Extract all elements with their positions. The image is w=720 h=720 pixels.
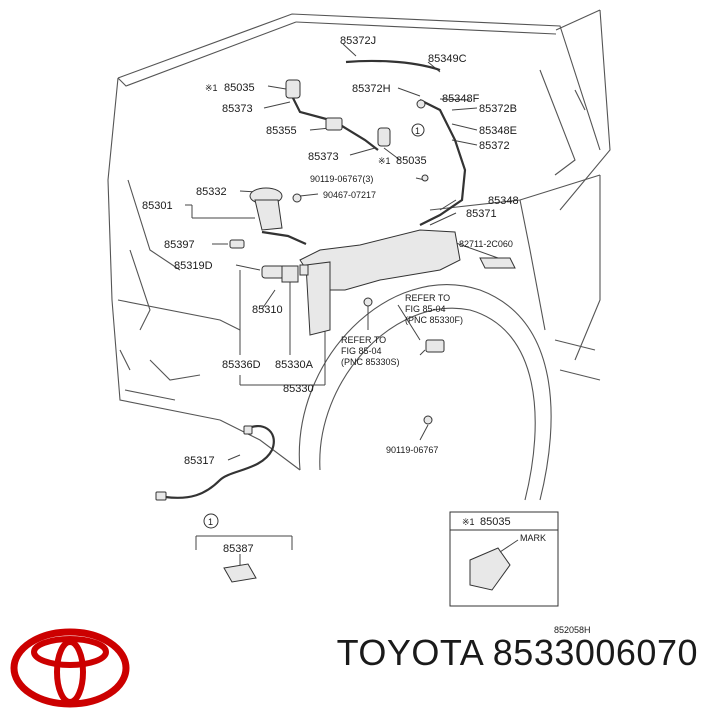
- circled-marker-text: 1: [415, 126, 420, 136]
- brand-part-number: TOYOTA 8533006070: [336, 632, 698, 673]
- reservoir-neck: [305, 261, 331, 336]
- label-85336D: 85336D: [222, 359, 261, 371]
- circled-marker-2-text: 1: [208, 517, 213, 527]
- bolt-90119: [421, 174, 429, 182]
- pump-85330A: [281, 265, 299, 283]
- refer-note-85330S: REFER TO FIG 85-04 (PNC 85330S): [341, 335, 400, 367]
- label-85371: 85371: [466, 208, 497, 220]
- refer1-line2: FIG 85-04: [405, 304, 446, 314]
- inset-85035: [449, 511, 559, 607]
- label-85355: 85355: [266, 125, 297, 137]
- inset-asterisk: ※1: [462, 517, 475, 527]
- bracket-85387: [223, 563, 257, 583]
- motor-85310: [261, 265, 285, 279]
- label-90119-06767: 90119-06767: [386, 445, 438, 455]
- circled-marker: [411, 123, 425, 137]
- label-85372J: 85372J: [340, 35, 376, 47]
- wire-connector: [155, 491, 167, 501]
- nozzle-85035b: [377, 127, 391, 147]
- asterisk-mark-2: ※1: [378, 156, 391, 166]
- label-85349C: 85349C: [428, 53, 467, 65]
- inlet-85301: [254, 199, 283, 231]
- label-85330A: 85330A: [275, 359, 314, 371]
- label-85348F: 85348F: [442, 93, 480, 105]
- washer-parts: 1 1: [155, 59, 516, 583]
- label-85373-a: 85373: [222, 103, 253, 115]
- wire-clip: [243, 425, 253, 435]
- label-85372: 85372: [479, 140, 510, 152]
- hose-85373: [292, 97, 331, 122]
- label-85319D: 85319D: [174, 260, 213, 272]
- label-85330: 85330: [283, 383, 314, 395]
- joint-85348F: [416, 99, 426, 109]
- part-labels: 85372J 85349C ※1 85035 85372H 85348F 853…: [142, 35, 591, 635]
- label-85310: 85310: [252, 304, 283, 316]
- label-85348E: 85348E: [479, 125, 517, 137]
- label-90119-06767-3: 90119-06767(3): [310, 174, 373, 184]
- label-85035-b: 85035: [396, 155, 427, 167]
- circled-marker-2: [203, 513, 219, 529]
- connector-85355: [325, 117, 343, 131]
- grommet-85397: [229, 239, 245, 249]
- refer2-line1: REFER TO: [341, 335, 386, 345]
- label-85332: 85332: [196, 186, 227, 198]
- refer1-line1: REFER TO: [405, 293, 450, 303]
- label-85372H: 85372H: [352, 83, 391, 95]
- label-82711-2C060: 82711-2C060: [459, 239, 513, 249]
- diagram-code: 852058H: [554, 625, 591, 635]
- asterisk-mark-1: ※1: [205, 83, 218, 93]
- label-85372B: 85372B: [479, 103, 517, 115]
- label-90467-07217: 90467-07217: [323, 190, 376, 200]
- label-85373-b: 85373: [308, 151, 339, 163]
- hose-85372J: [345, 59, 441, 72]
- vehicle-body-outline: [107, 9, 611, 501]
- bolt-90467: [292, 193, 302, 203]
- label-85397: 85397: [164, 239, 195, 251]
- toyota-logo-icon: [10, 628, 130, 708]
- hose-85372: [419, 99, 467, 226]
- clip-85319D: [299, 264, 309, 276]
- inset-nozzle: [469, 547, 511, 591]
- label-mark: MARK: [520, 533, 546, 543]
- bolt-90119b: [423, 415, 433, 425]
- leader-lines: [185, 43, 499, 565]
- wire-85317: [164, 424, 275, 499]
- label-85317: 85317: [184, 455, 215, 467]
- inlet-hose: [261, 230, 307, 246]
- refer1-line3: (PNC 85330F): [405, 315, 463, 325]
- refer-note-85330F: REFER TO FIG 85-04 (PNC 85330F): [405, 293, 463, 325]
- nozzle-85035: [285, 79, 301, 99]
- label-85035-a: 85035: [224, 82, 255, 94]
- washer-reservoir: [299, 229, 461, 291]
- clip-82711: [479, 257, 516, 269]
- label-85035-inset: 85035: [480, 516, 511, 528]
- label-85301: 85301: [142, 200, 173, 212]
- label-85348: 85348: [488, 195, 519, 207]
- hose-85373b: [341, 125, 379, 151]
- refer2-line2: FIG 85-04: [341, 346, 382, 356]
- pump-85330S: [425, 339, 445, 353]
- label-85387: 85387: [223, 543, 254, 555]
- refer2-line3: (PNC 85330S): [341, 357, 400, 367]
- pump-85330F: [363, 297, 373, 307]
